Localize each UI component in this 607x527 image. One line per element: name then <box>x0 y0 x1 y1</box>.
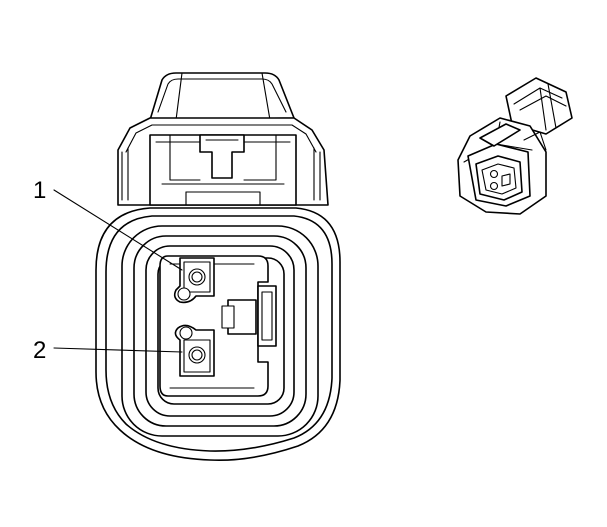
terminal-cavity-2 <box>174 324 215 377</box>
callout-label-2: 2 <box>33 337 46 364</box>
callout-label-1: 1 <box>33 177 46 204</box>
leader-line-2 <box>53 347 183 353</box>
main-connector-face-view <box>95 72 341 462</box>
latch-hood <box>149 72 295 121</box>
callout-2: 2 <box>33 337 183 364</box>
leader-line-1 <box>53 189 183 271</box>
callout-1: 1 <box>33 177 183 271</box>
locking-tab <box>221 285 277 347</box>
terminal-cavity-1 <box>173 257 215 304</box>
isometric-connector-view <box>457 77 573 215</box>
upper-housing <box>117 117 329 206</box>
